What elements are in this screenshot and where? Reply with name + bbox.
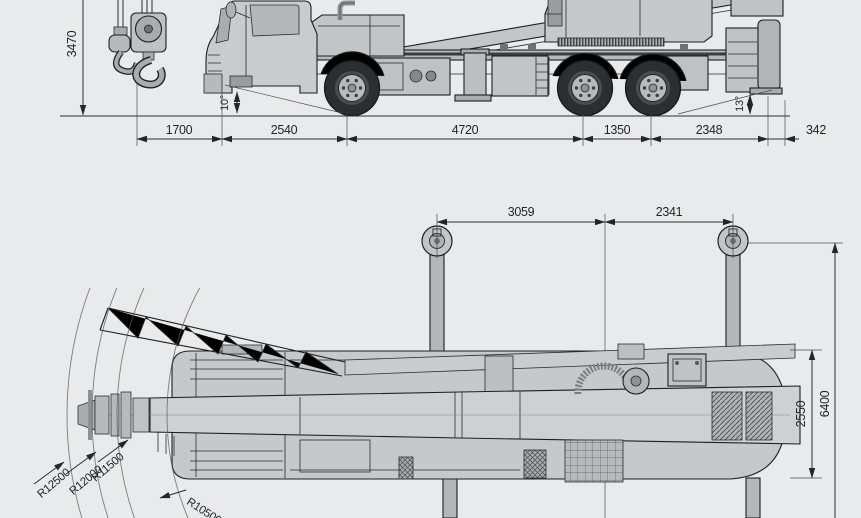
turning-radius-arcs — [66, 288, 201, 518]
rear-outrigger-housing — [725, 19, 783, 95]
slew-ring — [557, 37, 665, 47]
radius-label-r12500: R12500 — [35, 467, 72, 501]
radius-label-r10500: R10500 — [184, 496, 223, 518]
hook-blocks — [108, 0, 167, 89]
stowed-jib — [99, 307, 796, 411]
dim-3059: 3059 — [508, 205, 535, 219]
plan-view: R11500 R12000 R12500 R10500 3059 2341 25… — [33, 205, 843, 518]
dim-1700: 1700 — [166, 123, 193, 137]
front-wheel — [323, 59, 381, 117]
side-view: 10° 13° 3470 1700 2540 4720 1350 2348 — [60, 0, 827, 146]
mid-support-cylinder — [454, 48, 492, 102]
dim-4720: 4720 — [452, 123, 479, 137]
dim-3470: 3470 — [65, 30, 79, 57]
crane-superstructure — [544, 0, 713, 47]
rear-wheel-2 — [624, 59, 682, 117]
rear-wheel-1 — [556, 59, 614, 117]
superstructure-deck — [523, 353, 773, 483]
height-dimension: 3470 — [65, 0, 87, 116]
departure-angle: 13° — [677, 89, 773, 115]
dim-2341: 2341 — [656, 205, 683, 219]
dim-2550: 2550 — [794, 400, 808, 427]
outrigger-beam-rear-lower — [745, 477, 761, 518]
outrigger-spacing-dimensions: 3059 2341 — [436, 205, 734, 258]
dim-342: 342 — [806, 123, 826, 137]
outrigger-beam-front — [429, 244, 445, 354]
boom-butt-section — [730, 0, 784, 17]
dim-2348: 2348 — [696, 123, 723, 137]
outrigger-beam-front-lower — [442, 477, 458, 518]
outrigger-beam-rear — [725, 244, 741, 354]
width-dimensions: 2550 6400 — [748, 242, 843, 518]
telescopic-boom — [77, 385, 801, 456]
mirror — [225, 1, 237, 19]
departure-angle-label: 13° — [734, 96, 746, 112]
length-dimension-chain: 1700 2540 4720 1350 2348 342 — [136, 84, 827, 146]
dim-6400: 6400 — [818, 390, 832, 417]
dim-1350: 1350 — [604, 123, 631, 137]
equipment-box — [311, 0, 405, 57]
driver-cab — [203, 0, 318, 94]
approach-angle: 10° — [219, 84, 343, 114]
approach-angle-label: 10° — [219, 95, 231, 111]
dim-2540: 2540 — [271, 123, 298, 137]
